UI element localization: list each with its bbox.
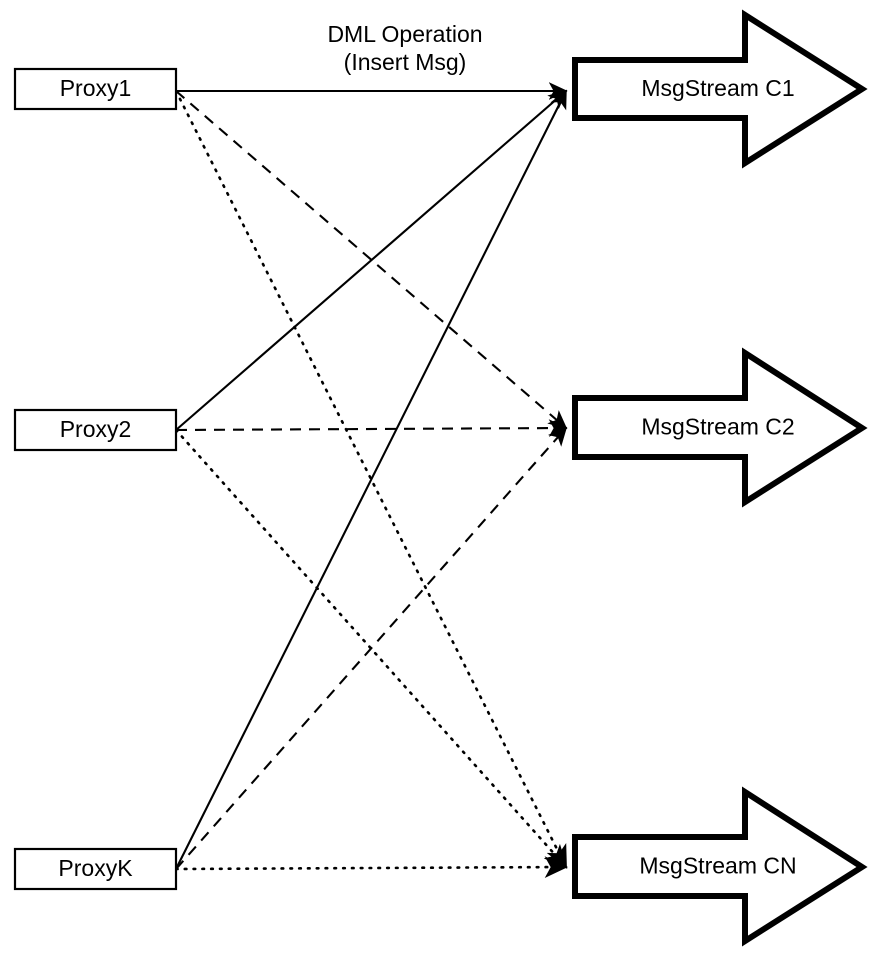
- proxy-node-proxy1[interactable]: Proxy1: [13, 67, 178, 111]
- msgstream-node-cn[interactable]: MsgStream CN: [572, 786, 868, 947]
- edge-proxyk-to-stream-cn: [174, 856, 569, 879]
- msgstream-label: MsgStream C1: [641, 75, 794, 101]
- edge-proxyk-to-stream-c2: [175, 426, 568, 870]
- proxy-box[interactable]: [13, 408, 178, 452]
- proxy-box[interactable]: [13, 67, 178, 111]
- edge-proxy2-to-stream-c2: [175, 419, 568, 437]
- block-arrow-shape[interactable]: [572, 9, 868, 169]
- caption-line-2: (Insert Msg): [344, 49, 467, 75]
- block-arrow-shape[interactable]: [572, 347, 868, 508]
- msgstream-label: MsgStream C2: [641, 414, 794, 440]
- edge-proxy1-to-stream-cn: [174, 89, 568, 869]
- edge-proxyk-to-stream-c1: [175, 89, 567, 870]
- caption-line-1: DML Operation: [327, 21, 482, 47]
- edge-proxy2-to-stream-c1: [175, 89, 568, 431]
- proxy-node-proxy2[interactable]: Proxy2: [13, 408, 178, 452]
- msgstream-node-c1[interactable]: MsgStream C1: [572, 9, 868, 169]
- msgstream-label: MsgStream CN: [639, 853, 796, 879]
- msgstream-node-c2[interactable]: MsgStream C2: [572, 347, 868, 508]
- dml-operation-caption: DML Operation (Insert Msg): [327, 21, 482, 75]
- proxy-node-proxyk[interactable]: ProxyK: [13, 847, 178, 891]
- proxy-label: ProxyK: [58, 855, 133, 881]
- proxy-box[interactable]: [13, 847, 178, 891]
- proxy-label: Proxy1: [60, 75, 132, 101]
- block-arrow-shape[interactable]: [572, 786, 868, 947]
- edge-layer: [174, 82, 569, 879]
- proxy-label: Proxy2: [60, 416, 132, 442]
